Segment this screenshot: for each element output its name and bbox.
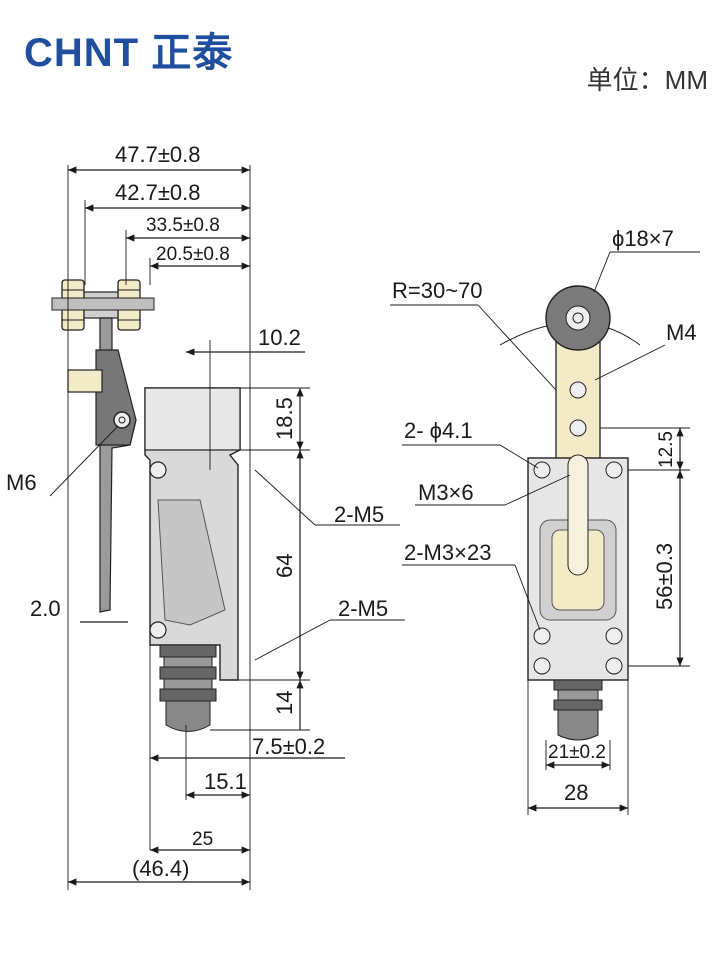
dim-10-2: 10.2 bbox=[258, 325, 301, 350]
side-cable-gland bbox=[159, 644, 217, 732]
label-m6: M6 bbox=[6, 470, 37, 495]
front-cable-gland bbox=[553, 679, 603, 741]
label-2-phi4-1: 2- ϕ4.1 bbox=[404, 418, 473, 443]
side-view: 47.7±0.8 42.7±0.8 33.5±0.8 20.5±0.8 10.2… bbox=[6, 142, 405, 890]
dim-64: 64 bbox=[272, 554, 297, 578]
dim-7-5: 7.5±0.2 bbox=[252, 734, 325, 759]
label-m3x6: M3×6 bbox=[418, 480, 474, 505]
label-m4: M4 bbox=[666, 320, 697, 345]
label-phi18x7: ϕ18×7 bbox=[612, 226, 674, 251]
dim-56: 56±0.3 bbox=[652, 543, 677, 610]
front-view: ϕ18×7 R=30~70 M4 2- ϕ4.1 12.5 M3×6 2-M3×… bbox=[390, 226, 700, 815]
dim-47-7: 47.7±0.8 bbox=[115, 142, 200, 167]
dim-28: 28 bbox=[564, 780, 588, 805]
dim-46-4: (46.4) bbox=[132, 856, 189, 881]
brand-cjk: 正泰 bbox=[151, 31, 234, 75]
label-2-m3x23: 2-M3×23 bbox=[404, 540, 491, 565]
brand-logo: CHNT 正泰 bbox=[24, 20, 233, 78]
dim-25: 25 bbox=[192, 829, 213, 850]
dim-14: 14 bbox=[272, 691, 297, 715]
unit-label: 单位：MM bbox=[586, 65, 708, 95]
side-roller-assembly bbox=[51, 279, 155, 331]
dim-18-5: 18.5 bbox=[272, 397, 297, 440]
brand-latin: CHNT bbox=[24, 31, 140, 75]
dim-42-7: 42.7±0.8 bbox=[115, 180, 200, 205]
label-2-m5-top: 2-M5 bbox=[334, 502, 384, 527]
side-arm-bracket bbox=[95, 349, 137, 446]
dim-12-5: 12.5 bbox=[656, 431, 677, 468]
dim-15-1: 15.1 bbox=[204, 769, 247, 794]
side-actuator-pin bbox=[67, 369, 103, 393]
dim-21: 21±0.2 bbox=[548, 742, 606, 763]
dim-20-5: 20.5±0.8 bbox=[156, 244, 230, 265]
side-pivot-screw bbox=[113, 411, 131, 429]
label-r30-70: R=30~70 bbox=[392, 278, 483, 303]
label-2-m5-bottom: 2-M5 bbox=[338, 596, 388, 621]
dim-2-0: 2.0 bbox=[30, 596, 61, 621]
dim-33-5: 33.5±0.8 bbox=[146, 215, 220, 236]
